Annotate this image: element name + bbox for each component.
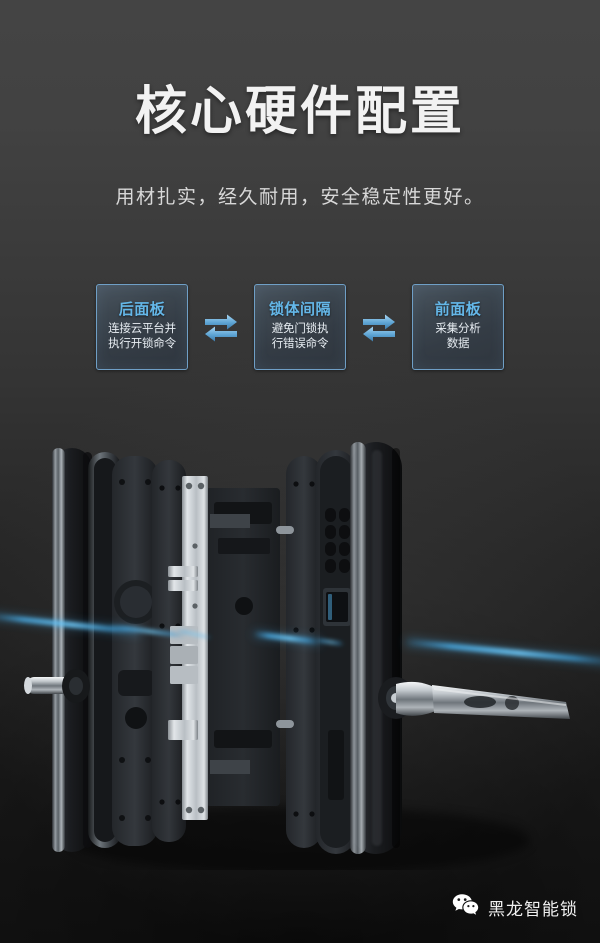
wechat-icon bbox=[452, 893, 479, 921]
mortise-lock-body bbox=[168, 476, 280, 820]
page-title: 核心硬件配置 bbox=[134, 83, 465, 141]
flow-box-title: 前面板 bbox=[434, 301, 482, 319]
flow-box-desc-line: 采集分析 bbox=[435, 322, 481, 335]
flow-box-desc-line: 行错误命令 bbox=[271, 338, 329, 351]
flow-box-description: 避免门锁执 行错误命令 bbox=[272, 322, 329, 353]
footer-watermark: 黑龙智能锁 bbox=[452, 893, 578, 921]
flow-box-front-panel: 前面板 采集分析 数据 bbox=[412, 284, 504, 370]
flow-box-rear-panel: 后面板 连接云平台并 执行开锁命令 bbox=[96, 284, 188, 370]
front-mounting-plate bbox=[276, 456, 322, 848]
flow-box-description: 连接云平台并 执行开锁命令 bbox=[108, 322, 176, 353]
light-beam-glow bbox=[0, 614, 600, 665]
flow-box-description: 采集分析 数据 bbox=[435, 322, 480, 353]
keypad-keys bbox=[325, 508, 350, 573]
flow-box-desc-line: 连接云平台并 bbox=[108, 322, 176, 335]
hardware-flow-diagram: 后面板 连接云平台并 执行开锁命令 锁体间隔 bbox=[96, 282, 504, 372]
brand-name: 黑龙智能锁 bbox=[488, 899, 578, 919]
front-lever-handle bbox=[378, 677, 570, 719]
flow-box-desc-line: 避免门锁执 bbox=[271, 322, 329, 335]
front-panel-shell bbox=[350, 442, 402, 854]
front-panel-board bbox=[316, 450, 356, 854]
flow-box-title: 锁体间隔 bbox=[268, 301, 331, 319]
product-exploded-view-image bbox=[0, 430, 600, 870]
flow-box-desc-line: 执行开锁命令 bbox=[108, 338, 176, 351]
fingerprint-window bbox=[323, 588, 351, 626]
page-subtitle: 用材扎实，经久耐用，安全稳定性更好。 bbox=[115, 187, 485, 208]
rear-spindle bbox=[24, 669, 90, 703]
rear-panel-board bbox=[112, 456, 158, 846]
bidirectional-arrow-icon bbox=[359, 309, 399, 345]
bidirectional-arrow-icon bbox=[201, 309, 241, 345]
flow-box-lock-body: 锁体间隔 避免门锁执 行错误命令 bbox=[254, 284, 346, 370]
flow-box-desc-line: 数据 bbox=[446, 338, 470, 351]
rear-panel-shell bbox=[52, 448, 92, 852]
flow-box-title: 后面板 bbox=[118, 301, 166, 319]
rear-mounting-plate bbox=[152, 460, 186, 842]
